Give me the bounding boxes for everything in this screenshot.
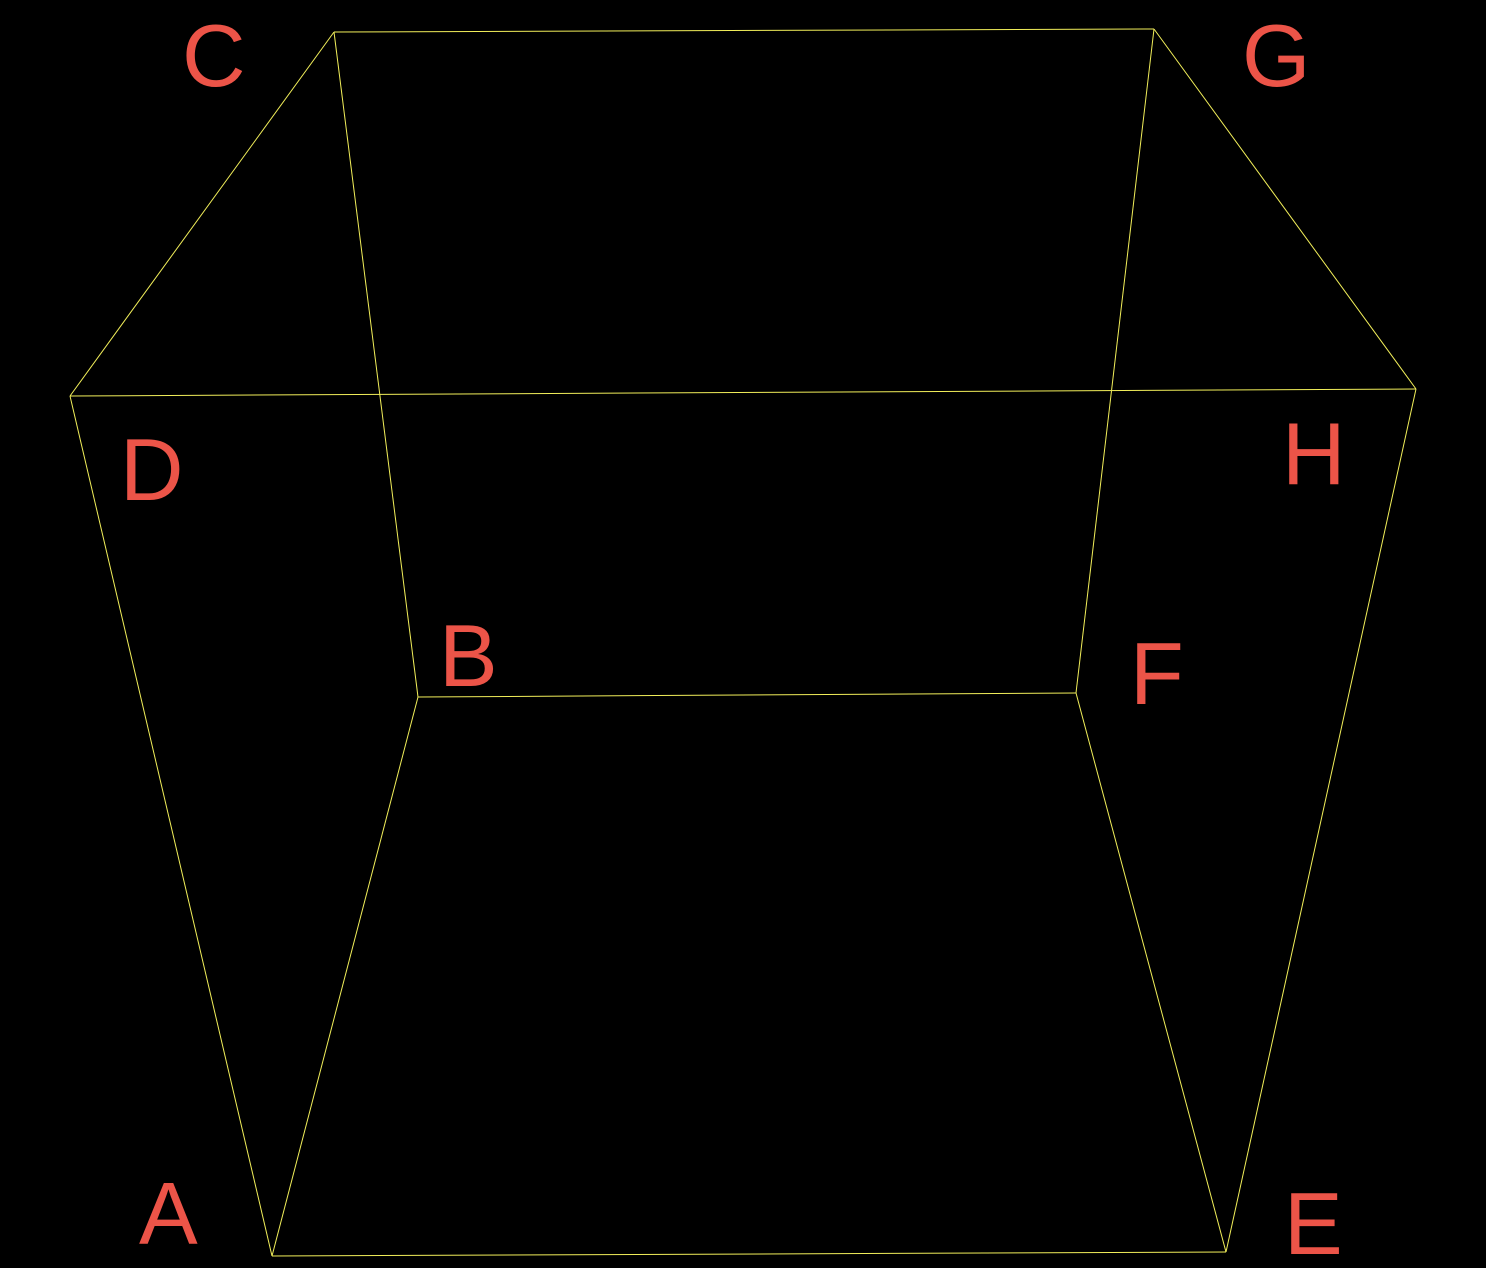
vertex-labels: C G D H B F A E [120, 6, 1346, 1268]
edge-dc [69, 31, 335, 397]
edge-eh [1225, 388, 1417, 1253]
vertex-label-d: D [120, 420, 184, 519]
edge-hd [69, 388, 1417, 397]
vertex-label-e: E [1284, 1174, 1343, 1268]
vertex-label-g: G [1242, 6, 1310, 105]
vertex-label-f: F [1130, 624, 1184, 723]
vertex-label-h: H [1282, 404, 1346, 503]
edge-fe [1075, 692, 1227, 1253]
edge-gh [1153, 28, 1417, 390]
vertex-label-b: B [439, 606, 498, 705]
edge-cg [333, 28, 1155, 33]
edge-ad [69, 395, 273, 1257]
edge-bf [417, 692, 1077, 698]
edge-ea [271, 1251, 1227, 1257]
edge-ab [271, 696, 419, 1257]
cube-edges [69, 28, 1417, 1257]
vertex-label-a: A [139, 1164, 198, 1263]
edge-fg [1075, 28, 1155, 694]
vertex-label-c: C [182, 6, 246, 105]
edge-bc [333, 31, 419, 698]
